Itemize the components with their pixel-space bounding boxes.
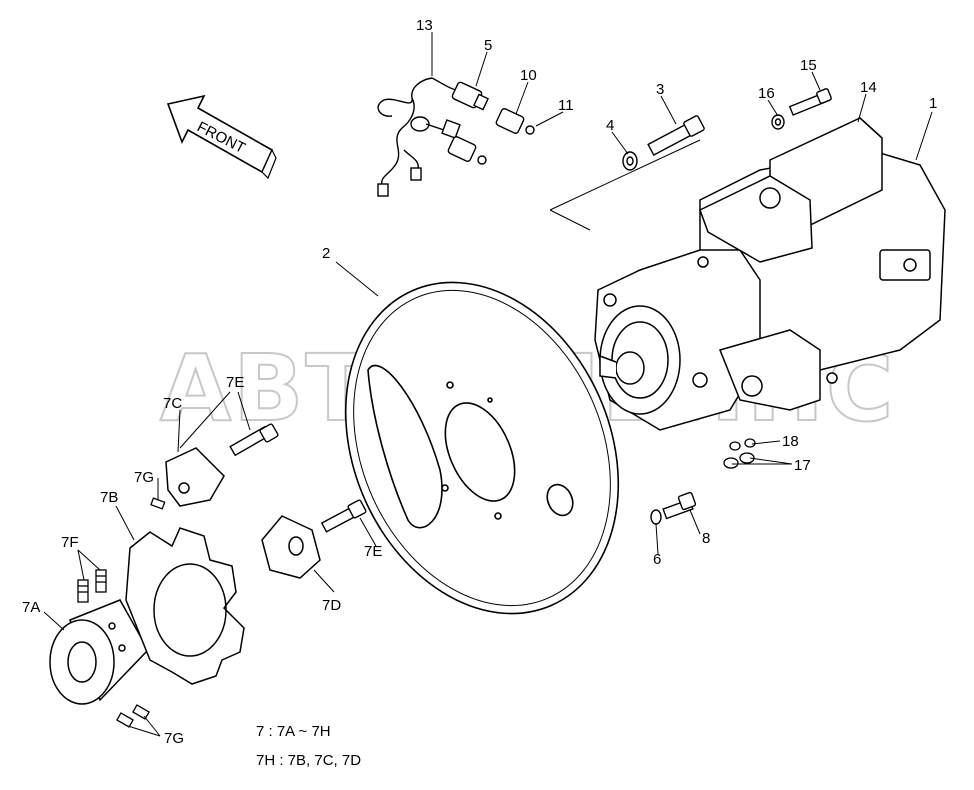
bolt-3 <box>647 115 705 156</box>
note-line-1: 7 : 7A ~ 7H <box>256 723 331 740</box>
coupling-hub-7A <box>49 599 149 705</box>
callout-18: 18 <box>782 433 799 450</box>
leader-lines <box>43 32 933 737</box>
set-screws-7G-bottom <box>116 704 150 728</box>
callout-7A: 7A <box>22 599 40 616</box>
bolt-7E-mid <box>320 499 367 533</box>
bolts-top <box>622 88 832 171</box>
washer-4 <box>622 151 638 171</box>
callout-7C: 7C <box>163 395 182 412</box>
callout-4: 4 <box>606 117 614 134</box>
callout-7E-mid: 7E <box>364 543 382 560</box>
washer-16 <box>771 114 785 130</box>
sensor-lower <box>447 136 487 165</box>
bolt-8 <box>650 491 697 525</box>
callout-7B: 7B <box>100 489 118 506</box>
callout-7G-top: 7G <box>134 469 154 486</box>
callout-7D: 7D <box>322 597 341 614</box>
callout-14: 14 <box>860 79 877 96</box>
flywheel-plate <box>344 281 620 615</box>
callout-labels: 1 2 3 4 5 6 7A 7B 7C 7D 7E 7E 7F 7G 7G 8… <box>22 17 937 747</box>
callout-13: 13 <box>416 17 433 34</box>
callout-7G-bottom: 7G <box>164 730 184 747</box>
pin-7G-top <box>150 497 166 510</box>
callout-1: 1 <box>929 95 937 112</box>
sensor-5 <box>451 81 489 111</box>
callout-7F: 7F <box>61 534 79 551</box>
pump-assembly <box>594 117 946 431</box>
pressure-sensors <box>447 81 535 165</box>
callout-2: 2 <box>322 245 330 262</box>
bracket-7C <box>165 447 225 507</box>
small-parts-17-18 <box>723 438 756 469</box>
bolt-15 <box>788 88 832 116</box>
callout-3: 3 <box>656 81 664 98</box>
callout-8: 8 <box>702 530 710 547</box>
callout-7E-top: 7E <box>226 374 244 391</box>
callout-6: 6 <box>653 551 661 568</box>
set-screws-7F <box>77 569 107 603</box>
note-line-2: 7H : 7B, 7C, 7D <box>256 752 362 769</box>
bolt-7E-top <box>229 423 279 457</box>
callout-16: 16 <box>758 85 775 102</box>
front-arrow: FRONT <box>166 94 277 180</box>
callout-15: 15 <box>800 57 817 74</box>
bracket-7D <box>261 515 321 579</box>
wiring-harness <box>377 77 461 197</box>
sensor-10 <box>495 108 535 135</box>
callout-11: 11 <box>558 97 574 114</box>
callout-10: 10 <box>520 67 537 84</box>
rubber-element-7B <box>125 527 245 685</box>
callout-17: 17 <box>794 457 811 474</box>
callout-5: 5 <box>484 37 492 54</box>
